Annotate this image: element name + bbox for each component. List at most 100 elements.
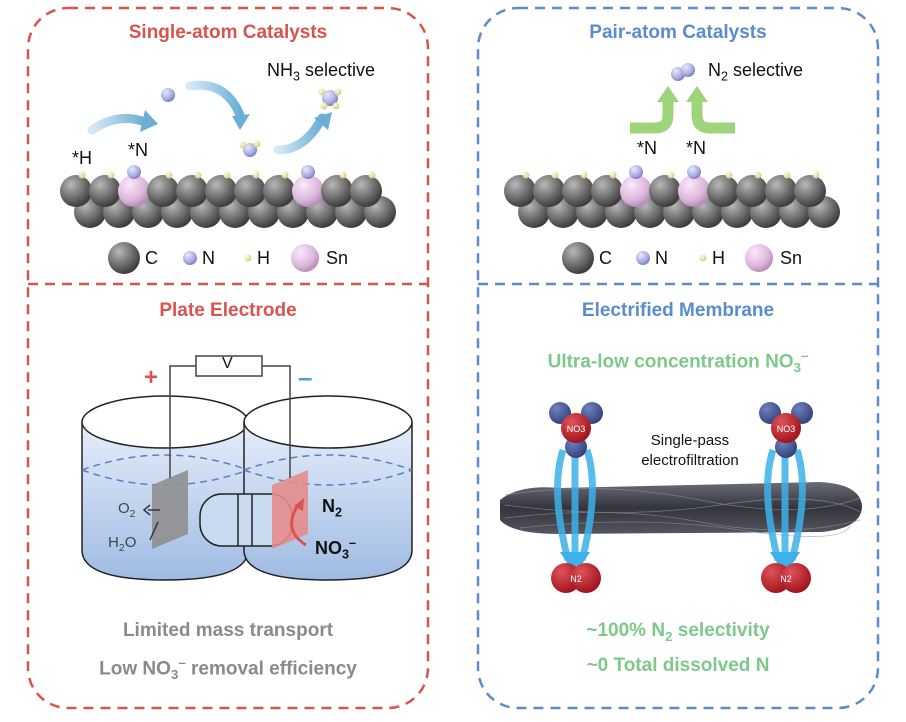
reaction-arrowheads	[140, 110, 332, 132]
ion-label-top-left: NO3	[567, 424, 586, 434]
tin-atom	[678, 175, 710, 207]
n2-sub: 2	[335, 505, 343, 520]
flow-right	[764, 448, 806, 561]
n-star-label-right-1: *N	[637, 138, 658, 158]
carbon-atom	[794, 175, 826, 207]
carbon-atom	[176, 175, 208, 207]
legend-right	[562, 242, 773, 274]
legend-left-h: H	[257, 248, 270, 268]
conc-sup: –	[800, 348, 809, 363]
nitrogen-atom	[127, 165, 141, 179]
plate-electrode-title: Plate Electrode	[159, 300, 297, 321]
ion-label-bottom-right: N2	[780, 574, 792, 584]
carbon-atom	[321, 175, 353, 207]
n2sel-rest: selective	[728, 60, 804, 80]
process-label-1: Single-pass	[650, 432, 730, 449]
right-panel-title: Pair-atom Catalysts	[589, 22, 767, 43]
legend-left-n: N	[202, 248, 215, 268]
green-arrowheads	[657, 86, 708, 102]
tin-atom	[620, 175, 652, 207]
left-footer-2: Low NO3– removal efficiency	[0, 655, 456, 682]
minus-sign: –	[298, 362, 313, 392]
tin-atom	[118, 175, 150, 207]
hydrogen-atom	[252, 171, 260, 179]
reaction-arrows	[87, 80, 327, 155]
o2-main: O	[118, 500, 130, 517]
legend-right-c: C	[599, 248, 612, 268]
nh3-main: NH	[267, 60, 293, 80]
hydrogen-atom	[165, 171, 173, 179]
stat-dissolved-n: ~0 Total dissolved N	[586, 655, 770, 676]
no3-sup: –	[349, 536, 357, 550]
h2o-label: H2O	[108, 534, 136, 554]
hydrogen-atom	[551, 171, 559, 179]
n2-main: N	[322, 496, 335, 516]
legend-left-sn: Sn	[326, 248, 349, 268]
legend-right-sn: Sn	[780, 248, 803, 268]
electrochemical-cell	[81, 355, 413, 581]
plus-sign: +	[144, 364, 159, 391]
voltmeter	[195, 355, 263, 377]
h2o-b: O	[124, 534, 137, 551]
hydrogen-atom	[107, 171, 115, 179]
hydrogen-atom	[725, 171, 733, 179]
hydrogen-atom	[78, 171, 86, 179]
ion-label-top-right: NO3	[777, 424, 796, 434]
n2-molecule	[671, 63, 695, 81]
hydrogen-atom	[522, 171, 530, 179]
hydrogen-atom	[339, 171, 347, 179]
carbon-atom	[234, 175, 266, 207]
hydrogen-atom	[580, 171, 588, 179]
nitrogen-atom	[301, 165, 315, 179]
catalyst-surface-right	[504, 165, 840, 228]
n2-product-right	[761, 563, 811, 593]
flow-arrowhead-right	[770, 552, 800, 575]
nh-molecule	[239, 140, 261, 157]
reduction-arrow	[290, 504, 307, 547]
carbon-atom	[533, 175, 565, 207]
nh3-selective-label: NH3 selective	[267, 60, 375, 84]
no3-molecule-left	[549, 402, 603, 458]
carbon-atom	[649, 175, 681, 207]
stat1-sub: 2	[665, 628, 673, 644]
concentration-label: Ultra-low concentration NO3–	[450, 348, 906, 375]
o2-sub: 2	[129, 508, 136, 520]
hydrogen-atom	[194, 171, 202, 179]
carbon-atom	[504, 175, 536, 207]
flow-arrowhead-left	[560, 552, 590, 575]
carbon-atom	[707, 175, 739, 207]
n-star-label-right-2: *N	[686, 138, 707, 158]
left-footer-1: Limited mass transport	[122, 620, 334, 641]
hydrogen-atom	[281, 171, 289, 179]
nh3-rest: selective	[300, 60, 376, 80]
hydrogen-atom	[812, 171, 820, 179]
wire	[169, 365, 196, 478]
n-atom-floating	[161, 88, 175, 102]
flow-left	[554, 448, 596, 561]
left-panel-frame	[26, 6, 430, 710]
nitrogen-atom	[629, 165, 643, 179]
carbon-atom	[205, 175, 237, 207]
carbon-atom	[60, 175, 92, 207]
carbon-atom	[89, 175, 121, 207]
ion-label-bottom-left: N2	[570, 574, 582, 584]
carbon-atom	[147, 175, 179, 207]
electrified-membrane-title: Electrified Membrane	[581, 300, 775, 321]
footer2-a: Low NO	[99, 658, 171, 680]
n-star-label-left: *N	[128, 140, 149, 160]
carbon-atom	[591, 175, 623, 207]
h-star-label: *H	[72, 148, 93, 168]
process-label-2: electrofiltration	[641, 452, 739, 469]
tin-atom	[292, 175, 324, 207]
hydrogen-atom	[667, 171, 675, 179]
legend-left	[108, 242, 319, 274]
left-panel-title: Single-atom Catalysts	[128, 22, 328, 43]
o2-label: O2	[118, 500, 136, 520]
nitrogen-atom	[687, 165, 701, 179]
carbon-atom	[562, 175, 594, 207]
stat1-a: ~100% N	[586, 620, 666, 641]
nh3-sub: 3	[293, 69, 301, 84]
hydrogen-atom	[223, 171, 231, 179]
no3-main: NO	[315, 538, 342, 558]
